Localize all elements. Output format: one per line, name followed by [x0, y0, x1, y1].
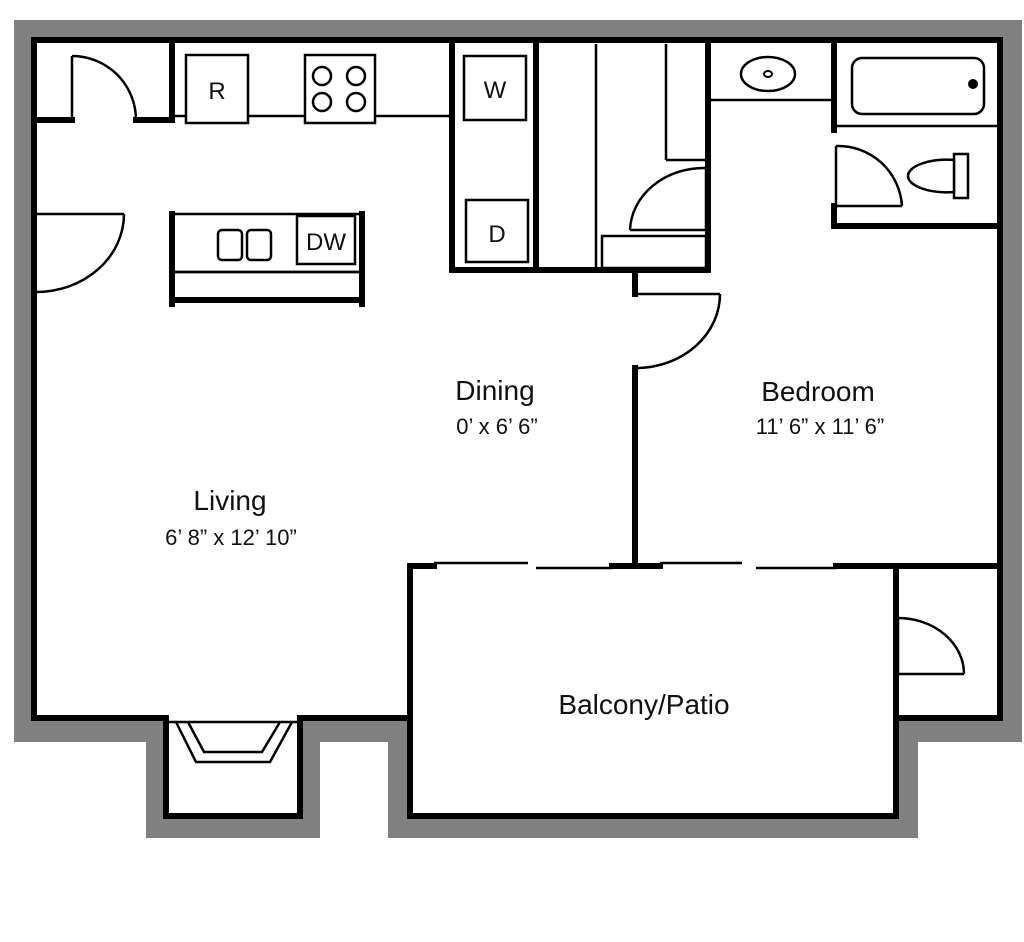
- bedroom-name: Bedroom: [761, 376, 875, 407]
- sliding-door-wall: [407, 561, 1001, 719]
- refrigerator-label: R: [208, 78, 225, 105]
- dishwasher: DW: [295, 214, 357, 266]
- living-room-dimensions: 6’ 8” x 12’ 10”: [165, 525, 297, 550]
- closet-door: [35, 212, 126, 294]
- living-room-name: Living: [193, 485, 266, 516]
- dining-room-dimensions: 0’ x 6’ 6”: [456, 414, 538, 439]
- bedroom-dimensions: 11’ 6” x 11’ 6”: [756, 414, 884, 439]
- dining-room-name: Dining: [455, 375, 534, 406]
- bedroom-closet-door: [628, 166, 708, 232]
- bedroom-door: [636, 292, 722, 370]
- balcony-name: Balcony/Patio: [558, 689, 729, 720]
- entry-door: [33, 39, 175, 123]
- bathroom-sink-icon: [739, 55, 797, 93]
- washer-label: W: [484, 77, 507, 104]
- storage-door: [896, 616, 966, 676]
- refrigerator: R: [184, 53, 250, 125]
- bathroom-door: [834, 144, 904, 208]
- dishwasher-label: DW: [306, 229, 346, 256]
- range-icon: [303, 53, 377, 125]
- dryer-label: D: [488, 221, 505, 248]
- toilet-icon: [906, 152, 970, 200]
- sink-icon: [216, 228, 273, 262]
- dryer: D: [464, 198, 530, 264]
- fireplace-icon: [168, 720, 300, 764]
- washer: W: [462, 54, 528, 122]
- bathtub-icon: [850, 56, 986, 116]
